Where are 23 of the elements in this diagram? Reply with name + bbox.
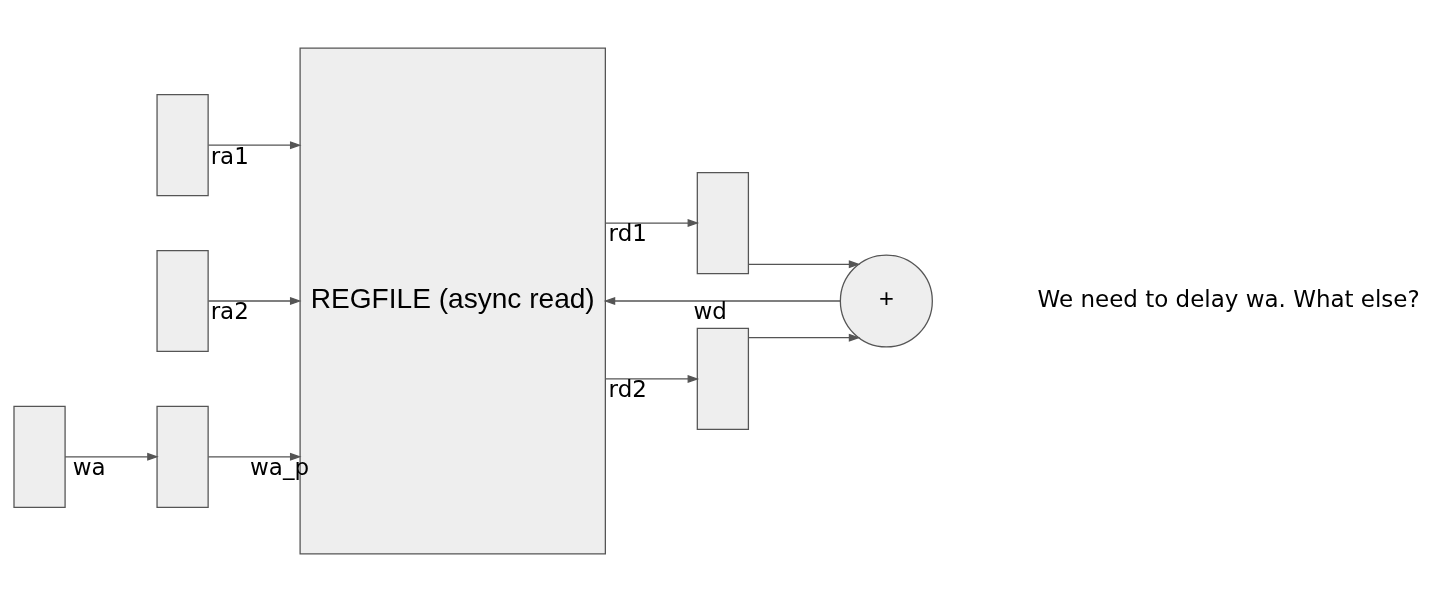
node-box (156, 94, 209, 197)
arrow (207, 452, 302, 461)
edge-label: wd (693, 298, 727, 325)
node-box (156, 405, 209, 508)
edge-label: ra2 (210, 298, 249, 325)
edge-label: wa (72, 454, 106, 481)
node-box (13, 405, 66, 508)
label: We need to delay wa. What else? (1037, 285, 1420, 312)
arrow (207, 296, 302, 306)
node-circle: + (839, 254, 933, 348)
edge-label: rd1 (608, 220, 647, 247)
arrow (64, 452, 159, 461)
arrow (207, 141, 302, 150)
node-box (696, 327, 750, 430)
arrow (604, 374, 700, 383)
arrow (748, 333, 861, 342)
arrow (604, 219, 700, 228)
node-box (696, 172, 750, 275)
edge-label: ra1 (210, 142, 249, 169)
arrow (748, 260, 861, 269)
node-box (156, 249, 209, 353)
edge-label: rd2 (608, 376, 647, 403)
arrow (603, 296, 841, 306)
